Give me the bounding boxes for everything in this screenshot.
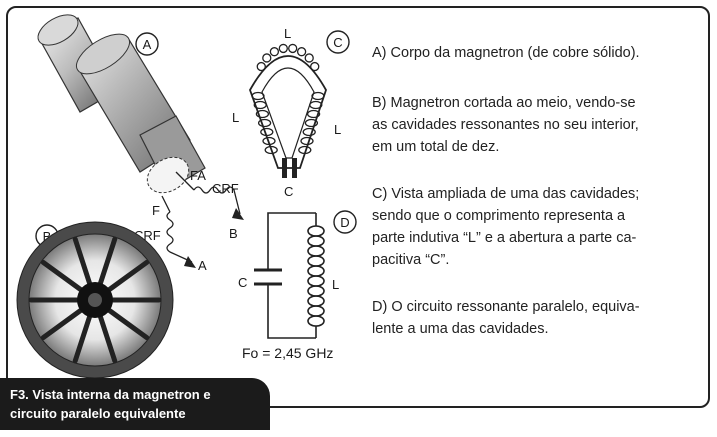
coil-turn (260, 127, 274, 137)
cavity-l-top-label: L (284, 26, 291, 41)
coil-turn (264, 145, 278, 155)
coil-turn (304, 53, 314, 63)
description-c-line-4: pacitiva “C”. (372, 252, 450, 268)
coil-turn (255, 109, 270, 119)
description-d-line-2: lente a uma das cavidades. (372, 321, 549, 337)
coil-turn (307, 235, 325, 247)
arrow-b-head (232, 208, 244, 220)
coil-turn (300, 136, 314, 146)
coil-turn (288, 43, 298, 54)
coil-turn (307, 285, 325, 297)
description-b-line-1: B) Magnetron cortada ao meio, vendo-se (372, 95, 636, 111)
figure-caption-box: F3. Vista interna da magnetron e circuit… (0, 378, 270, 430)
fa-label: FA (190, 168, 206, 183)
description-c-line-3: parte indutiva “L” e a abertura a parte … (372, 230, 637, 246)
panel-a-marker (135, 32, 159, 56)
coil-turn (311, 91, 325, 101)
coil-turn (307, 255, 325, 267)
coil-turn (298, 145, 312, 155)
coil-turn (307, 295, 325, 307)
panel-b-label: B (43, 229, 52, 244)
magnetron-body-drawing (37, 14, 206, 194)
description-c-line-2: sendo que o comprimento representa a (372, 208, 626, 224)
heater-leads (161, 171, 241, 263)
figure-caption: F3. Vista interna da magnetron e circuit… (10, 385, 265, 423)
coil-turn (304, 118, 319, 128)
description-b-line-2: as cavidades ressonantes no seu interior… (372, 117, 639, 133)
capacitor-label: C (238, 275, 247, 290)
description-d: D) O circuito ressonante paralelo, equiv… (372, 296, 692, 340)
panel-c-marker (326, 30, 350, 54)
f-label: F (152, 203, 160, 218)
coil-turn (257, 118, 272, 128)
resonant-frequency: Fo = 2,45 GHz (242, 345, 333, 361)
cavity-l-left-label: L (232, 110, 239, 125)
cavity-drawing (249, 43, 327, 169)
arrow-a-label: A (198, 258, 207, 273)
cavity-vane (72, 314, 92, 364)
panel-d-label: D (340, 215, 349, 230)
coil-turn (307, 245, 325, 257)
figure-caption-line-1: F3. Vista interna da magnetron e (10, 387, 211, 402)
coil-turn (253, 100, 267, 110)
coil-turn (251, 91, 265, 101)
lc-circuit (254, 212, 325, 339)
coil-turn (310, 61, 320, 72)
arrow-b-label: B (229, 226, 238, 241)
coil-turn (296, 47, 307, 57)
arrow-a-head (184, 256, 196, 268)
cavity-vane (107, 259, 150, 292)
panel-a-label: A (143, 37, 152, 52)
cut-magnetron-drawing (16, 221, 174, 379)
cavity-vane (107, 308, 150, 341)
coil-turn (307, 265, 325, 277)
coil-turn (262, 53, 272, 63)
coil-turn (302, 127, 316, 137)
coil-turn (278, 43, 288, 54)
cavity-c-label: C (284, 184, 293, 199)
description-c: C) Vista ampliada de uma das cavidades; … (372, 183, 692, 271)
cavity-vane (98, 314, 118, 364)
coil-turn (307, 225, 325, 237)
coil-turn (309, 100, 323, 110)
coil-turn (269, 47, 280, 57)
description-d-line-1: D) O circuito ressonante paralelo, equiv… (372, 299, 640, 315)
coil-turn (262, 136, 276, 146)
description-c-line-1: C) Vista ampliada de uma das cavidades; (372, 186, 640, 202)
inductor-label: L (332, 277, 339, 292)
coil-turn (307, 275, 325, 287)
coil-turn (306, 109, 321, 119)
cavity-vane (40, 308, 83, 341)
description-b: B) Magnetron cortada ao meio, vendo-se a… (372, 92, 692, 158)
cavity-l-right-label: L (334, 122, 341, 137)
coil-turn (307, 315, 325, 327)
description-a: A) Corpo da magnetron (de cobre sólido). (372, 42, 692, 64)
description-a-line-1: A) Corpo da magnetron (de cobre sólido). (372, 45, 640, 61)
coil-turn (256, 61, 266, 72)
cavity-vane (98, 236, 118, 286)
figure-caption-line-2: circuito paralelo equivalente (10, 406, 186, 421)
crf-upper-label: CRF (212, 181, 239, 196)
panel-d-marker (333, 210, 357, 234)
cavity-vane (40, 259, 83, 292)
description-b-line-3: em um total de dez. (372, 139, 500, 155)
panel-c-label: C (333, 35, 342, 50)
cavity-gap-plate-right (292, 158, 297, 178)
cavity-vane (72, 236, 92, 286)
cavity-gap-plate-left (282, 158, 287, 178)
coil-turn (307, 305, 325, 317)
